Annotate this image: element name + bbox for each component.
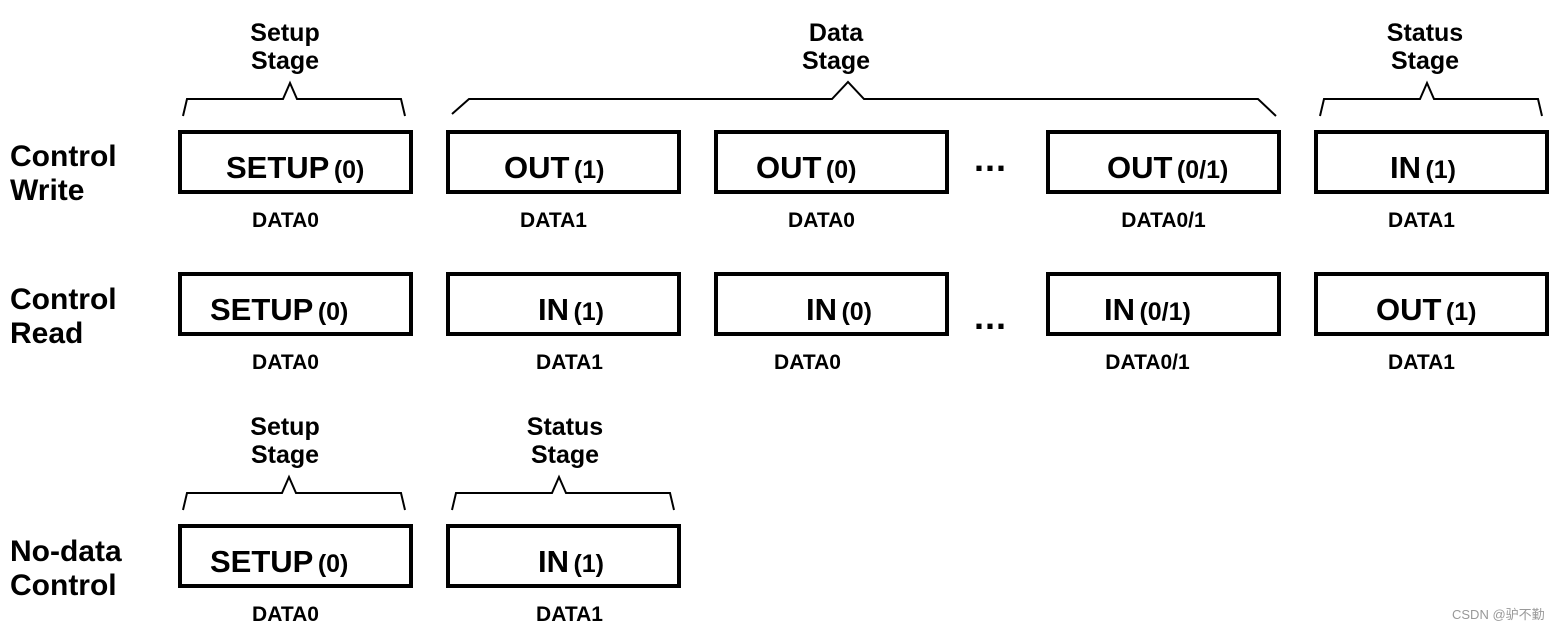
brace-data-top: [451, 80, 1277, 117]
packet-out: OUT (0): [714, 130, 949, 194]
packet-token: OUT: [504, 150, 570, 185]
packet-out: OUT (1): [446, 130, 681, 194]
packet-token: OUT: [1376, 292, 1442, 327]
data-pid-label: DATA1: [536, 351, 603, 374]
data-pid-label: DATA0: [252, 603, 319, 626]
row-label-control-read: Control Read: [10, 283, 117, 350]
packet-in: IN (0/1): [1046, 272, 1281, 336]
data-pid-label: DATA0: [252, 351, 319, 374]
packet-out: OUT (0/1): [1046, 130, 1281, 194]
packet-setup: SETUP (0): [178, 130, 413, 194]
ellipsis: ...: [974, 138, 1008, 179]
packet-out: OUT (1): [1314, 272, 1549, 336]
stage-label-status-nodata: Status Stage: [526, 413, 604, 469]
brace-status-bottom: [451, 474, 675, 511]
packet-in: IN (1): [446, 272, 681, 336]
row-label-no-data-control: No-data Control: [10, 535, 122, 602]
packet-token: IN: [806, 292, 837, 327]
packet-toggle: (1): [573, 298, 605, 326]
packet-token: OUT: [756, 150, 822, 185]
packet-in: IN (1): [1314, 130, 1549, 194]
packet-toggle: (1): [1445, 298, 1477, 326]
packet-in: IN (0): [714, 272, 949, 336]
packet-toggle: (0): [317, 298, 349, 326]
packet-toggle: (0): [333, 156, 365, 184]
data-pid-label: DATA1: [520, 209, 587, 232]
stage-label-setup-nodata: Setup Stage: [250, 413, 320, 469]
data-pid-label: DATA1: [536, 603, 603, 626]
packet-toggle: (1): [1425, 156, 1457, 184]
data-pid-label: DATA0: [774, 351, 841, 374]
data-pid-label: DATA0: [252, 209, 319, 232]
brace-status-top: [1319, 80, 1543, 117]
packet-toggle: (0): [317, 550, 349, 578]
packet-token: SETUP: [210, 292, 314, 327]
packet-setup: SETUP (0): [178, 524, 413, 588]
packet-toggle: (1): [573, 550, 605, 578]
packet-toggle: (0/1): [1176, 156, 1229, 184]
packet-token: SETUP: [210, 544, 314, 579]
packet-token: IN: [538, 292, 569, 327]
data-pid-label: DATA0/1: [1105, 351, 1190, 374]
data-pid-label: DATA1: [1388, 209, 1455, 232]
brace-setup-top: [182, 80, 406, 117]
stage-label-data: Data Stage: [801, 19, 871, 75]
packet-token: IN: [1104, 292, 1135, 327]
row-label-control-write: Control Write: [10, 140, 117, 207]
data-pid-label: DATA0/1: [1121, 209, 1206, 232]
packet-in: IN (1): [446, 524, 681, 588]
stage-label-status: Status Stage: [1386, 19, 1464, 75]
packet-toggle: (0/1): [1139, 298, 1191, 326]
packet-token: SETUP: [226, 150, 330, 185]
packet-toggle: (0): [825, 156, 857, 184]
data-pid-label: DATA0: [788, 209, 855, 232]
packet-token: IN: [538, 544, 569, 579]
brace-setup-bottom: [182, 474, 406, 511]
watermark-text: CSDN @驴不勤: [1452, 607, 1545, 622]
packet-token: IN: [1390, 150, 1421, 185]
packet-toggle: (1): [573, 156, 605, 184]
ellipsis: ...: [974, 296, 1008, 337]
packet-setup: SETUP (0): [178, 272, 413, 336]
stage-label-setup: Setup Stage: [250, 19, 320, 75]
data-pid-label: DATA1: [1388, 351, 1455, 374]
packet-toggle: (0): [841, 298, 873, 326]
packet-token: OUT: [1107, 150, 1173, 185]
